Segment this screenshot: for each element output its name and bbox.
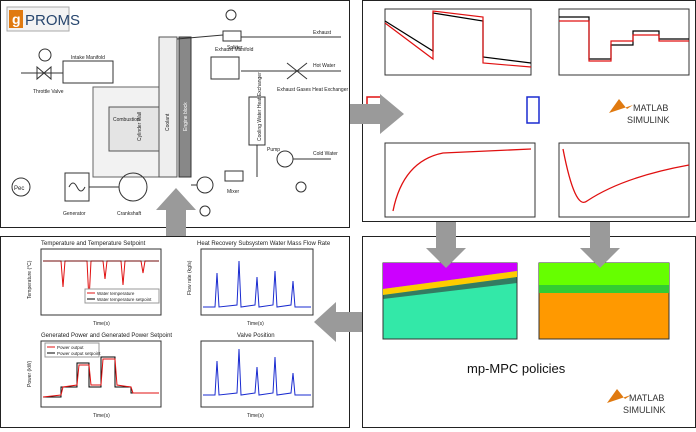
matlab-plots: MATLAB SIMULINK bbox=[366, 8, 690, 218]
combustion-chamber bbox=[108, 106, 160, 152]
mixer-label: Mixer bbox=[227, 189, 240, 195]
temp-plot-xlabel: Time(s) bbox=[93, 321, 110, 327]
splitter-label: Splitter bbox=[227, 45, 243, 51]
power-plot-black-line bbox=[384, 12, 532, 64]
exhaust-manifold-box bbox=[210, 56, 240, 80]
mpmpc-policies-panel: mp-MPC policies MATLAB SIMULINK bbox=[362, 236, 696, 428]
region-lime bbox=[539, 263, 669, 285]
power-plot-xlabel: Time(s) bbox=[93, 413, 110, 419]
power-response-frame bbox=[384, 142, 536, 218]
temp-plot-ylabel: Temperature (°C) bbox=[27, 260, 33, 299]
power-output-line bbox=[42, 358, 159, 398]
region-yellow bbox=[383, 271, 517, 295]
pec-node bbox=[11, 177, 31, 197]
exhaust-hx-icon bbox=[286, 62, 308, 80]
region-magenta bbox=[383, 263, 517, 289]
throttle-valve-label: Throttle Valve bbox=[33, 89, 64, 95]
cylinder-wall bbox=[158, 36, 178, 178]
valve-plot-xlabel: Time(s) bbox=[247, 413, 264, 419]
temp-legend-item-1: Water temperature bbox=[97, 291, 135, 296]
flow-plot-xlabel: Time(s) bbox=[247, 321, 264, 327]
hot-water-label: Hot Water bbox=[313, 63, 336, 69]
matlab-label-bottom: MATLAB bbox=[629, 393, 664, 403]
power-legend bbox=[44, 342, 100, 358]
mpmpc-region-plots: mp-MPC policies MATLAB SIMULINK bbox=[382, 262, 670, 415]
cylinder-wall-label: Cylinder Wall bbox=[137, 112, 143, 141]
exhaust-manifold-label: Exhaust Manifold bbox=[215, 47, 254, 53]
water-temp-line bbox=[43, 260, 159, 302]
pec-label: Pec bbox=[14, 186, 24, 192]
temp-response-line bbox=[562, 148, 690, 203]
power-plot-red-line bbox=[384, 10, 532, 68]
combustion-label: Combustion bbox=[113, 117, 140, 123]
throttle-valve-icon bbox=[36, 65, 52, 81]
flow-rate-line bbox=[203, 260, 311, 308]
power-legend-item-2: Power output setpoint bbox=[57, 351, 101, 356]
matlab-label-top: MATLAB bbox=[633, 103, 668, 113]
closed-loop-plots: Temperature and Temperature Setpoint Tem… bbox=[27, 241, 331, 419]
intake-manifold-label: Intake Manifold bbox=[71, 55, 105, 61]
cold-water-label: Cold Water bbox=[313, 151, 338, 157]
flow-plot-title: Heat Recovery Subsystem Water Mass Flow … bbox=[197, 241, 331, 247]
valve-position-line bbox=[203, 348, 311, 396]
valve-plot-title: Valve Position bbox=[237, 333, 275, 339]
cooling-hx-label: Cooling Water Heat Exchanger bbox=[257, 72, 263, 141]
exhaust-label: Exhaust bbox=[313, 30, 332, 36]
mixer-input-node bbox=[199, 205, 211, 217]
generator-label: Generator bbox=[63, 211, 86, 217]
closed-loop-panel: Temperature and Temperature Setpoint Tem… bbox=[0, 236, 350, 428]
temp-plot-title: Temperature and Temperature Setpoint bbox=[41, 241, 146, 247]
pump-icon bbox=[276, 150, 294, 168]
power-response-line bbox=[392, 148, 532, 212]
pump-label: Pump bbox=[267, 147, 280, 153]
temp-plot-axes bbox=[40, 248, 162, 316]
crankshaft-label: Crankshaft bbox=[117, 211, 142, 217]
temp-legend-item-2: Water temperature setpoint bbox=[97, 297, 152, 302]
temp-legend bbox=[84, 288, 160, 304]
mixer-pump-icon bbox=[196, 176, 214, 194]
flow-plot-ylabel: Flow rate (kg/s) bbox=[187, 260, 193, 295]
gproms-logo-mark bbox=[9, 10, 23, 28]
region-dark-bands bbox=[383, 277, 517, 299]
temp-plot-red-line bbox=[559, 20, 689, 62]
engine-block-bar bbox=[178, 36, 192, 178]
splitter-input-node bbox=[225, 9, 237, 21]
matlab-logo-icon-bottom bbox=[607, 389, 631, 403]
mpmpc-caption: mp-MPC policies bbox=[467, 361, 566, 376]
generator-wave-icon bbox=[68, 182, 86, 192]
power-legend-item-1: Power output bbox=[57, 345, 84, 350]
intake-manifold-box bbox=[62, 60, 114, 84]
engine-block-label: Engine block bbox=[183, 102, 189, 131]
matlab-simulation-panel: MATLAB SIMULINK bbox=[362, 0, 696, 222]
exhaust-line-1 bbox=[176, 34, 224, 40]
region-green bbox=[539, 285, 669, 293]
power-plot-ylabel: Power (kW) bbox=[27, 361, 33, 387]
matlab-logo-icon bbox=[609, 99, 633, 113]
cold-water-input-node bbox=[295, 181, 307, 193]
exhaust-hx-label: Exhaust Gases Heat Exchanger bbox=[277, 87, 348, 93]
splitter-box bbox=[222, 30, 242, 42]
mixer-box bbox=[224, 170, 244, 182]
gproms-process-panel: g PROMS Throttle Valve Intake Manifold C… bbox=[0, 0, 350, 228]
simulink-label-bottom: SIMULINK bbox=[623, 405, 666, 415]
temp-response-frame bbox=[558, 142, 690, 218]
temp-plot-frame bbox=[558, 8, 690, 76]
power-plot-title: Generated Power and Generated Power Setp… bbox=[41, 333, 172, 339]
blue-marker-box bbox=[526, 96, 540, 124]
red-marker-box bbox=[366, 96, 382, 124]
simulink-label-top: SIMULINK bbox=[627, 115, 670, 125]
coolant-label: Coolant bbox=[165, 113, 171, 131]
gproms-logo-letter: g bbox=[12, 11, 21, 27]
process-flowsheet: g PROMS Throttle Valve Intake Manifold C… bbox=[6, 6, 348, 217]
gproms-logo-text: PROMS bbox=[25, 12, 80, 29]
throttle-input-node bbox=[38, 48, 52, 62]
